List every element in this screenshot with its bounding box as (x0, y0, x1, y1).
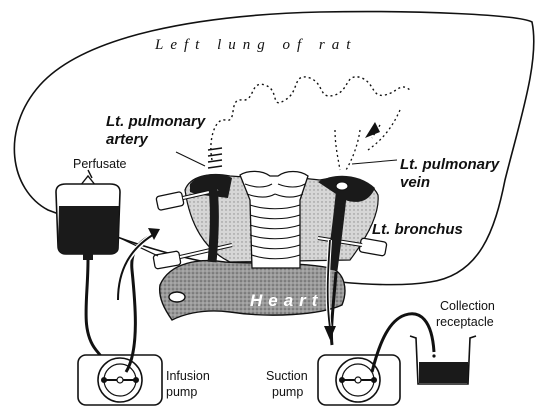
heart-label: Heart (250, 291, 324, 310)
vein-label-line1: Lt. pulmonary (400, 156, 500, 173)
artery-cannula-lower (152, 243, 233, 270)
suction-pump-icon (317, 354, 401, 406)
infusion-flow-arrow-line (117, 232, 157, 301)
bronchus-label: Lt. bronchus (372, 221, 463, 238)
perfusate-label: Perfusate (73, 157, 127, 171)
up-arrow-icon (148, 228, 160, 240)
collection-label-line1: Collection (440, 299, 495, 313)
infusion-label-line1: Infusion (166, 369, 210, 383)
artery-label-line2: artery (106, 131, 148, 148)
bronchus-tube (239, 170, 309, 269)
infusion-pump-icon (77, 354, 163, 406)
collection-tube (370, 312, 436, 373)
suction-label-line1: Suction (266, 369, 308, 383)
pulmonary-artery-vessel (207, 179, 219, 263)
collection-beaker-icon (409, 335, 477, 385)
artery-leader-line (175, 151, 206, 167)
collection-label-line2: receptacle (436, 315, 494, 329)
suction-flow-arrow-line-2 (326, 239, 331, 329)
perfusate-bag-icon (55, 169, 121, 260)
artery-stub-marks (207, 147, 223, 169)
vein-lumen (335, 181, 349, 191)
flow-arrow-icon (365, 122, 380, 138)
heart-body (158, 259, 346, 321)
suction-tube (329, 271, 338, 346)
down-arrow-icon (324, 326, 336, 340)
pulmonary-vein-vessel (326, 184, 348, 271)
suction-label-line2: pump (272, 385, 304, 399)
lung-title: Left lung of rat (155, 37, 358, 53)
dotted-vessel-path (210, 76, 411, 161)
dotted-vessel-return (334, 109, 401, 171)
artery-label-line1: Lt. pulmonary (106, 113, 206, 130)
vein-leader-line (351, 159, 398, 165)
infusion-label-line2: pump (166, 385, 198, 399)
vein-label-line2: vein (400, 174, 431, 191)
heart-vessel-stub (168, 291, 186, 303)
